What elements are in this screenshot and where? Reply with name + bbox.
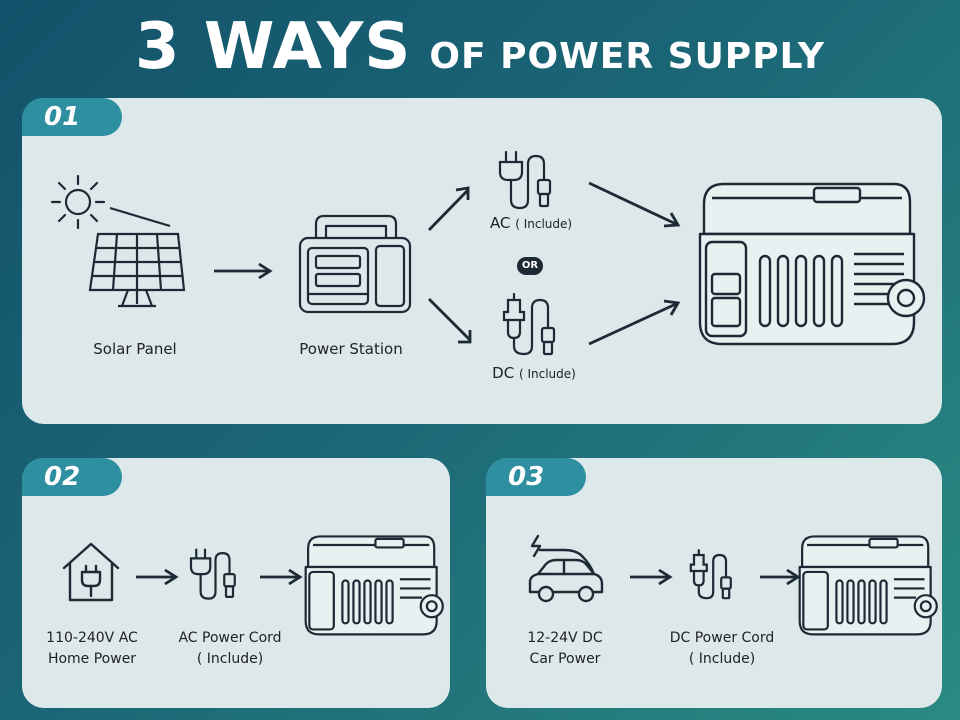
home-power-voltage: 110-240V AC [46, 630, 138, 646]
dc-plug-icon [498, 292, 578, 358]
arrow-icon [134, 568, 180, 586]
solar-panel-icon [86, 232, 186, 310]
ac-label: AC ( Include) [476, 214, 586, 232]
car-power-label: 12-24V DC Car Power [500, 628, 630, 670]
arrow-icon [212, 262, 274, 280]
arrow-icon [258, 568, 304, 586]
house-plug-icon [60, 540, 122, 604]
step-badge: 01 [22, 98, 122, 136]
ac-plug-icon [184, 542, 254, 608]
title-sub: OF POWER SUPPLY [429, 36, 825, 77]
ac-include-note: ( Include) [515, 217, 573, 231]
dc-include-note: ( Include) [518, 367, 576, 381]
arrow-icon [426, 296, 476, 348]
arrow-icon [586, 296, 684, 348]
arrow-icon [586, 180, 684, 232]
title-main: 3 WAYS [135, 10, 412, 84]
arrow-icon [628, 568, 674, 586]
or-badge: OR [517, 257, 543, 275]
home-power-label: 110-240V AC Home Power [30, 628, 154, 670]
step-badge: 03 [486, 458, 586, 496]
solar-panel-label: Solar Panel [93, 340, 177, 358]
car-power-text: Car Power [529, 651, 601, 667]
dc-label: DC ( Include) [476, 364, 592, 382]
dc-cord-label: DC Power Cord ( Include) [652, 628, 792, 670]
sunray-line [108, 206, 174, 230]
home-power-text: Home Power [47, 651, 137, 667]
dc-plug-icon [686, 540, 750, 610]
ac-cord-name: AC Power Cord [178, 630, 282, 646]
cooler-icon [302, 530, 444, 642]
page-title: 3 WAYS OF POWER SUPPLY [0, 10, 960, 84]
car-power-voltage: 12-24V DC [527, 630, 603, 646]
step-badge: 02 [22, 458, 122, 496]
ac-cord-label: AC Power Cord ( Include) [160, 628, 300, 670]
dc-label-text: DC [492, 364, 515, 382]
arrow-icon [426, 182, 474, 234]
power-station-label: Power Station [299, 340, 403, 358]
dc-cord-include: ( Include) [688, 651, 756, 667]
ac-label-text: AC [489, 214, 511, 232]
cooler-icon [694, 174, 926, 356]
electric-car-icon [524, 534, 608, 608]
cooler-icon [796, 530, 938, 642]
arrow-icon [758, 568, 802, 586]
power-station-icon [296, 210, 414, 316]
ac-plug-icon [492, 150, 572, 212]
ac-cord-include: ( Include) [196, 651, 264, 667]
dc-cord-name: DC Power Cord [669, 630, 775, 646]
sun-icon [48, 172, 110, 232]
